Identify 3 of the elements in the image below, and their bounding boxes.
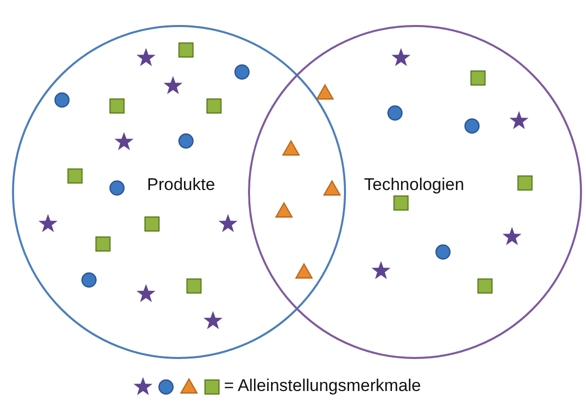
circle-label: Produkte xyxy=(147,175,216,195)
legend-text: = Alleinstellungsmerkmale xyxy=(224,376,422,396)
circle-label: Technologien xyxy=(364,175,464,195)
